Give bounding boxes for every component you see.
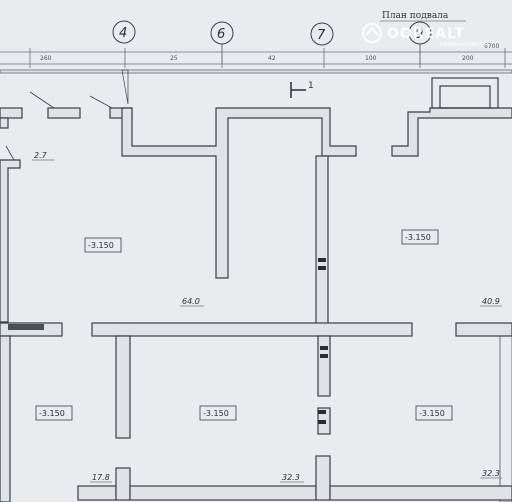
area-label: 32.3 [282,473,300,482]
axis-bubble [112,20,136,44]
elevation-label: -3.150 [203,409,229,418]
dimension-text: 260 [40,55,52,62]
area-label: 64.0 [182,297,200,306]
axis-label: 4 [119,26,127,41]
elevation-label: -3.150 [419,409,445,418]
house-icon [362,23,382,43]
dimension-text-group: 260 25 42 100 200 6700 [40,43,499,62]
axis-bubble [310,22,334,46]
axis-label: 7 [317,28,326,43]
axis-bubble [408,21,432,45]
elevation-label: -3.150 [39,409,65,418]
axis-label: 9 [415,27,423,42]
dimension-text: 42 [268,55,276,62]
elevation-label: -3.150 [405,233,431,242]
axis-label: 6 [217,27,225,42]
area-label: 17.8 [92,473,110,482]
elevation-boxes [35,229,453,421]
dimension-text: 100 [365,55,377,62]
axis-bubble [210,21,234,45]
dimension-text: 200 [462,55,474,62]
door-marks [8,258,328,424]
axis-markers [112,20,432,64]
area-label: 40.9 [482,297,500,306]
elevation-label: -3.150 [88,241,114,250]
watermark-sub: недвижимость [440,41,487,48]
walls [0,69,512,502]
plan-title: План подвала [382,11,449,21]
section-mark [290,82,306,98]
section-mark-label: 1 [308,81,314,91]
dimension-text: 6700 [484,43,499,50]
watermark-brand: OOREALT [387,26,465,42]
dimension-text: 25 [170,55,178,62]
area-label: 2.7 [34,151,48,160]
area-label: 32.3 [482,469,500,478]
watermark-logo: OOREALT недвижимость [362,23,487,48]
